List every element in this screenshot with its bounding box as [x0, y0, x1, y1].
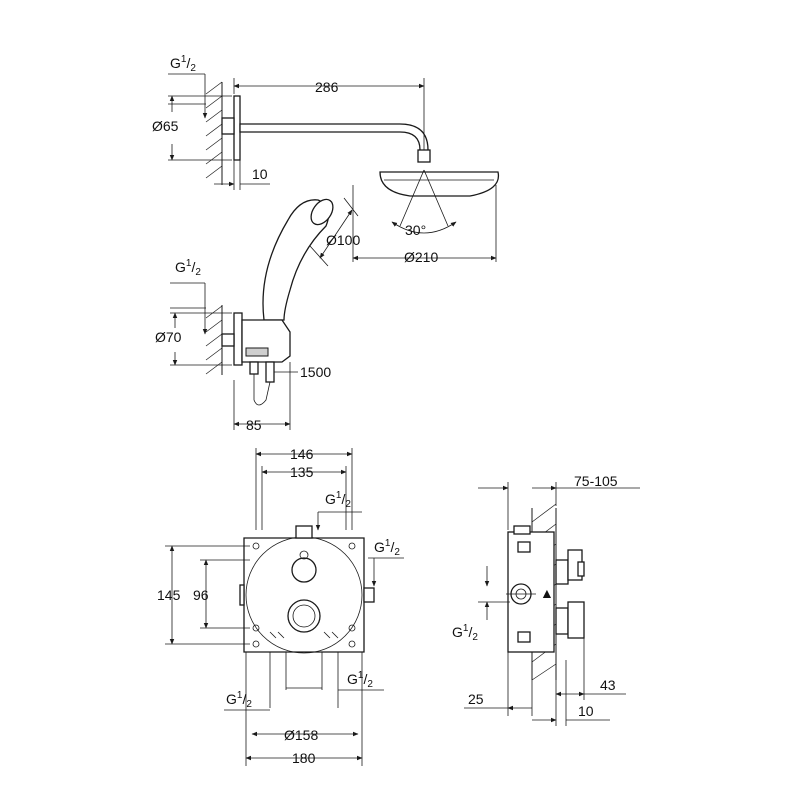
- head-diameter-label: Ø210: [404, 249, 438, 265]
- flange-diameter-label: Ø65: [152, 118, 179, 134]
- thermostat-front-view: 146 135 G1/2 G1/: [157, 446, 404, 766]
- thread-bottom-left-label: G1/2: [226, 690, 252, 710]
- outlet-projection-label: 85: [246, 417, 262, 433]
- hand-shower-diameter-label: Ø100: [326, 232, 360, 248]
- arm-length-label: 286: [315, 79, 339, 95]
- wall-hatch-top: [205, 81, 223, 185]
- mounting-box: [243, 537, 365, 653]
- thermostat-side-view: ▲ 75-105 G1/2 25 43: [452, 473, 640, 726]
- flow-control-dial: [291, 557, 317, 583]
- depth-10-label: 10: [578, 703, 594, 719]
- hose-length-label: 1500: [300, 364, 331, 380]
- flow-spindle: [555, 559, 569, 585]
- outlet-thread-label: G1/2: [175, 258, 201, 278]
- spray-angle-label: 30°: [405, 222, 426, 238]
- rosette-diameter-label: Ø158: [284, 727, 318, 743]
- svg-text:▲: ▲: [540, 585, 554, 601]
- depth-range-label: 75-105: [574, 473, 618, 489]
- width-146-label: 146: [290, 446, 314, 462]
- height-145-label: 145: [157, 587, 181, 603]
- head-shower: [379, 171, 500, 197]
- width-135-label: 135: [290, 464, 314, 480]
- wall-hatch-outlet: [205, 305, 223, 375]
- side-thread-label: G1/2: [452, 623, 478, 643]
- head-thread-label: G1/2: [170, 54, 196, 74]
- plate-width-label: 180: [292, 750, 316, 766]
- thread-top-label: G1/2: [325, 490, 351, 510]
- wall-outlet-elbow: [233, 312, 243, 366]
- height-96-label: 96: [193, 587, 209, 603]
- outlet-diameter-label: Ø70: [155, 329, 182, 345]
- thread-right-label: G1/2: [374, 538, 400, 558]
- temperature-spindle: [555, 607, 569, 635]
- thread-bottom-right-label: G1/2: [347, 670, 373, 690]
- hand-shower-assembly: Ø100 G1/2 Ø70 1500: [155, 197, 360, 433]
- depth-25-label: 25: [468, 691, 484, 707]
- depth-43-label: 43: [600, 677, 616, 693]
- shower-arm: [239, 123, 429, 156]
- wall-flange-top: [233, 95, 241, 161]
- flange-depth-label: 10: [252, 166, 268, 182]
- head-shower-assembly: 30° 286 G1/2 Ø65 10 Ø210: [152, 54, 500, 265]
